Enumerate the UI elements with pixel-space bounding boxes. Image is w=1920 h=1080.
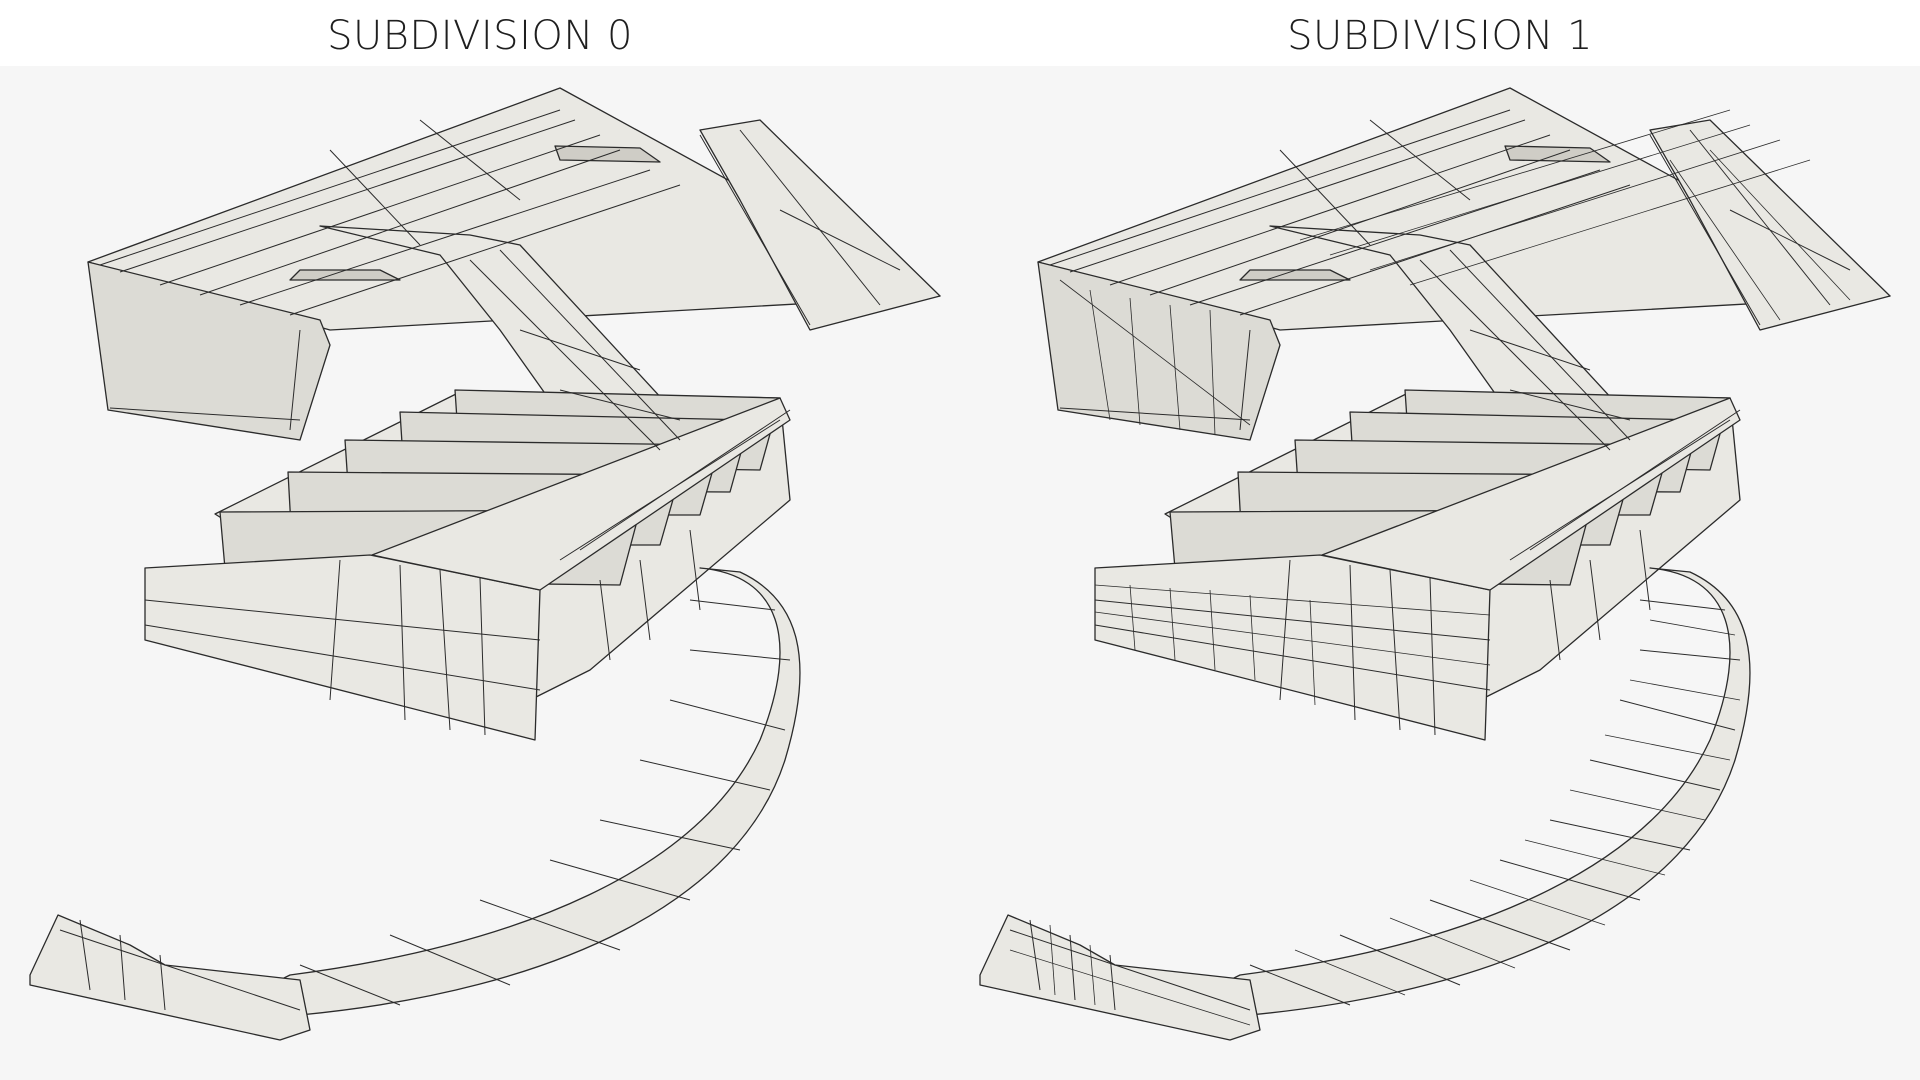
header-bar: SUBDIVISION 0 SUBDIVISION 1 [0, 0, 1920, 66]
subdivision-1-title: SUBDIVISION 1 [1287, 13, 1593, 59]
subdivision-1-extra-wireframe [1009, 109, 1851, 1026]
subdivision-0-model [29, 87, 941, 1041]
subdivision-0-title: SUBDIVISION 0 [327, 13, 633, 59]
subdivision-1-model [979, 87, 1891, 1041]
